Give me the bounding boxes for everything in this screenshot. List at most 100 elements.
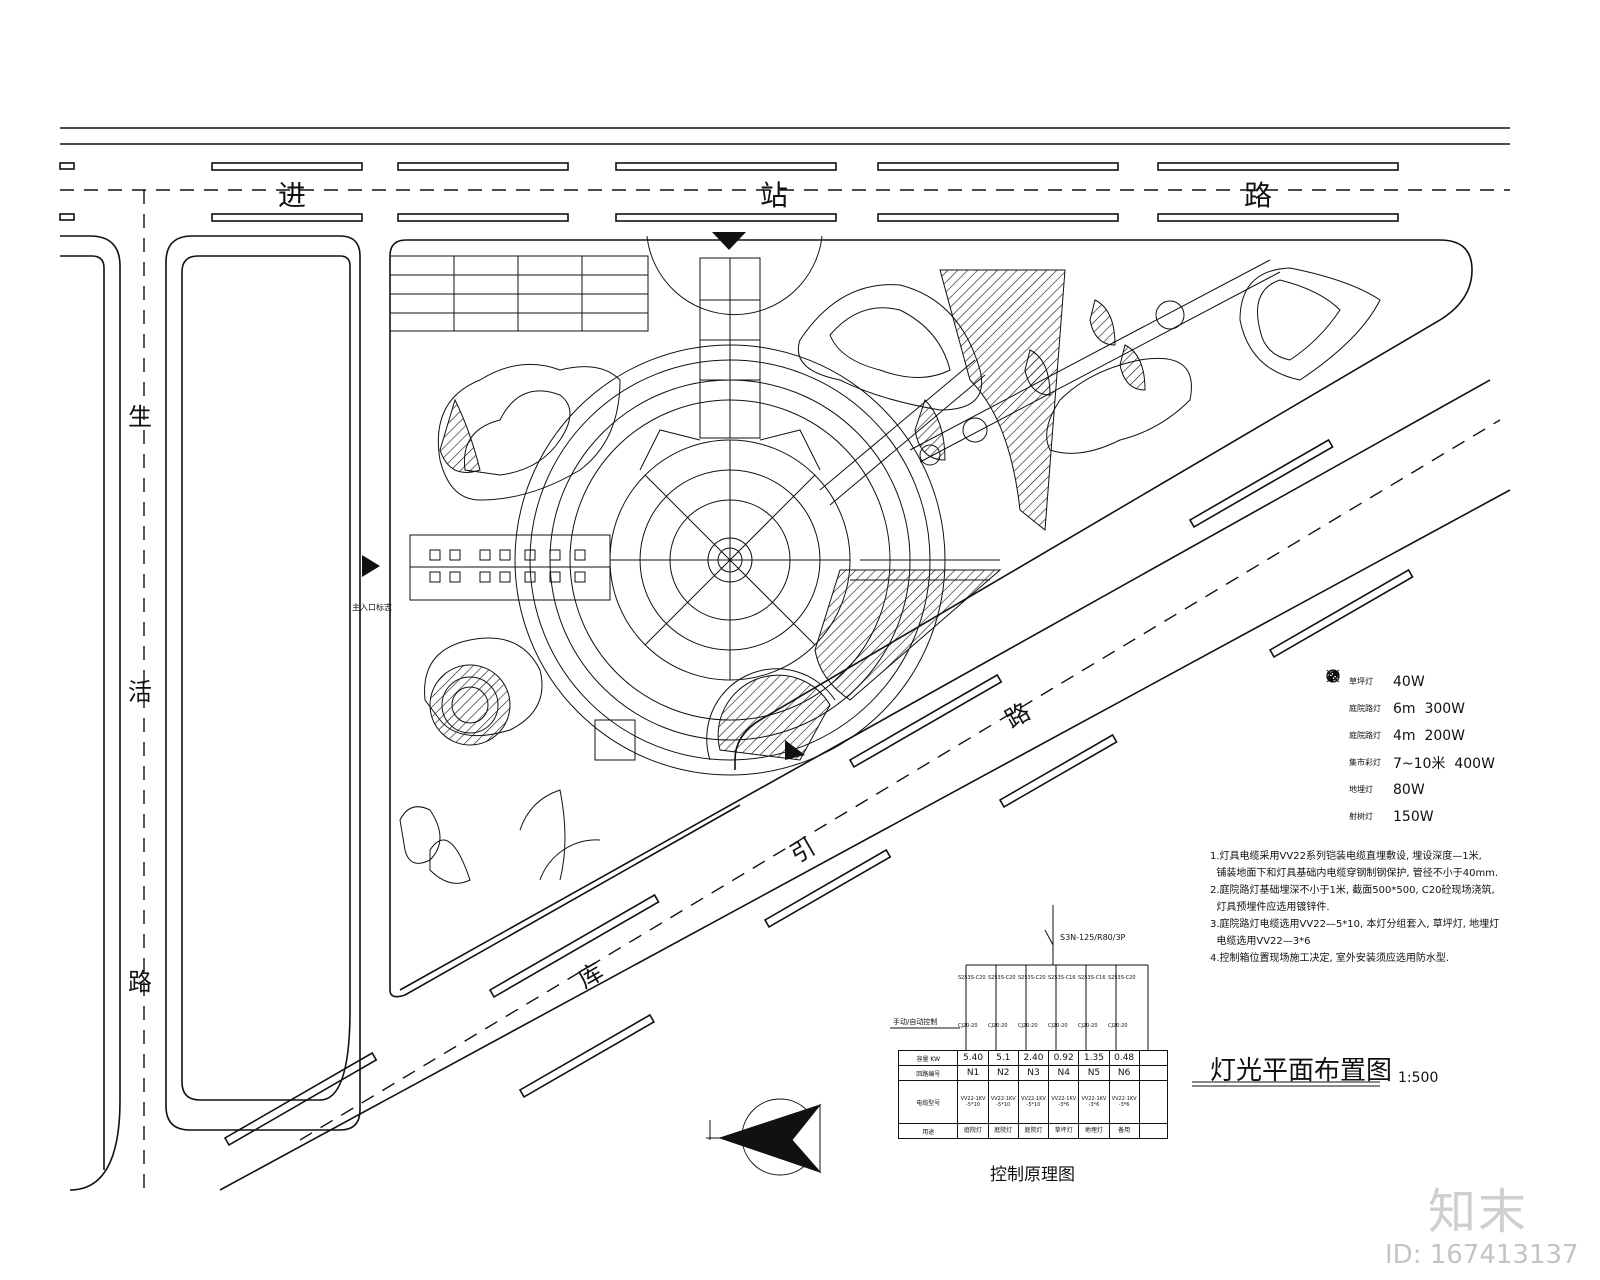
legend-spec: 6m 300W xyxy=(1393,700,1466,717)
table-cell: N5 xyxy=(1079,1066,1110,1080)
table-cell: N3 xyxy=(1019,1066,1050,1080)
breaker-label: S253S-C20 xyxy=(988,975,1016,981)
row-label: 容量 KW xyxy=(899,1051,959,1065)
legend-item: 草坪灯 40W xyxy=(1325,668,1525,695)
table-cell: 草坪灯 xyxy=(1049,1124,1080,1138)
row-label: 用途 xyxy=(899,1124,959,1138)
west-entrance: 主入口标志 xyxy=(352,534,611,612)
top-road-char-2: 站 xyxy=(760,179,788,212)
control-diagram-title: 控制原理图 xyxy=(990,1165,1075,1185)
table-cell: 0.92 xyxy=(1049,1051,1080,1065)
table-cell: VV22-1KV -5*10 xyxy=(1019,1081,1050,1123)
manual-auto-label: 手动/自动控制 xyxy=(893,1017,937,1026)
watermark-id: ID: 167413137 xyxy=(1385,1240,1579,1270)
contactor-label: CJ20-20 xyxy=(988,1023,1008,1029)
table-cell: 庭院灯 xyxy=(1019,1124,1050,1138)
legend-spec: 40W xyxy=(1393,673,1425,690)
contactor-label: CJ20-20 xyxy=(1108,1023,1128,1029)
table-cell: 0.48 xyxy=(1110,1051,1140,1065)
legend-name: 地埋灯 xyxy=(1349,785,1373,794)
breaker-label: S253S-C16 xyxy=(1078,975,1106,981)
table-cell: 5.40 xyxy=(958,1051,989,1065)
top-road xyxy=(59,127,1510,1191)
legend-item: 射树灯 150W xyxy=(1325,669,1525,830)
main-switch-label: S3N-125/R80/3P xyxy=(1060,933,1126,942)
design-notes: 1.灯具电缆采用VV22系列铠装电缆直埋敷设, 埋设深度—1米, 铺装地面下和灯… xyxy=(1210,848,1510,967)
entrance-label: 主入口标志 xyxy=(352,602,392,612)
diag-road-char-1: 路 xyxy=(1000,698,1035,734)
legend-item: 庭院路灯 4m 200W xyxy=(1325,669,1525,749)
table-cell: N2 xyxy=(989,1066,1019,1080)
table-cell: VV22-1KV -3*6 xyxy=(1110,1081,1140,1123)
table-cell: 庭院灯 xyxy=(958,1124,989,1138)
control-table-row: 用途庭院灯庭院灯庭院灯草坪灯地埋灯备用 xyxy=(898,1124,1168,1139)
table-cell: VV22-1KV -3*6 xyxy=(1049,1081,1080,1123)
legend-name: 射树灯 xyxy=(1349,812,1373,821)
contactor-label: CJ20-20 xyxy=(1048,1023,1068,1029)
notes-list: 1.灯具电缆采用VV22系列铠装电缆直埋敷设, 埋设深度—1米, 铺装地面下和灯… xyxy=(1210,848,1510,967)
breaker-label: S253S-C20 xyxy=(958,975,986,981)
legend-name: 庭院路灯 xyxy=(1349,704,1381,713)
table-cell: VV22-1KV -5*10 xyxy=(958,1081,989,1123)
legend-name: 集市彩灯 xyxy=(1349,758,1381,767)
table-cell: N4 xyxy=(1049,1066,1080,1080)
legend-name: 庭院路灯 xyxy=(1349,731,1381,740)
table-cell: 备用 xyxy=(1110,1124,1140,1138)
diag-road-char-3: 库 xyxy=(573,958,608,994)
spot-lamp-icon xyxy=(1325,669,1341,825)
spare-cell xyxy=(1140,1124,1167,1138)
left-road-char-2: 活 xyxy=(128,678,152,706)
central-plaza xyxy=(514,344,1002,776)
note-line: 1.灯具电缆采用VV22系列铠装电缆直埋敷设, 埋设深度—1米, xyxy=(1210,851,1482,862)
legend-spec: 150W xyxy=(1393,808,1434,825)
diagonal-road xyxy=(219,379,1511,1191)
top-road-char-3: 路 xyxy=(1244,179,1272,212)
table-cell: 地埋灯 xyxy=(1079,1124,1110,1138)
legend-spec: 4m 200W xyxy=(1393,727,1466,744)
breaker-label: S253S-C20 xyxy=(1018,975,1046,981)
legend-item: 地埋灯 80W xyxy=(1325,669,1525,803)
row-label: 回路编号 xyxy=(899,1066,959,1080)
drawing-scale: 1:500 xyxy=(1398,1070,1439,1086)
left-road-char-3: 路 xyxy=(128,968,152,996)
table-cell: 1.35 xyxy=(1079,1051,1110,1065)
table-cell: VV22-1KV -3*6 xyxy=(1079,1081,1110,1123)
note-line: 3.庭院路灯电缆选用VV22—5*10, 本灯分组套入, 草坪灯, 地埋灯 xyxy=(1210,919,1500,930)
contactor-label: CJ20-20 xyxy=(1018,1023,1038,1029)
control-schematic: S3N-125/R80/3P 手动/自动控制 xyxy=(890,905,1149,1050)
breaker-label: S253S-C16 xyxy=(1048,975,1076,981)
table-cell: 2.40 xyxy=(1019,1051,1050,1065)
spare-cell xyxy=(1140,1081,1167,1123)
watermark-logo: 知末 xyxy=(1428,1184,1529,1240)
left-road xyxy=(60,190,361,1190)
parking-area xyxy=(389,255,649,332)
note-line: 4.控制箱位置现场施工决定, 室外安装须应选用防水型. xyxy=(1210,953,1450,964)
legend-spec: 80W xyxy=(1393,781,1425,798)
contactor-label: CJ20-20 xyxy=(958,1023,978,1029)
table-cell: N6 xyxy=(1110,1066,1140,1080)
row-label: 电缆型号 xyxy=(899,1081,959,1123)
top-entrance xyxy=(646,232,823,439)
north-arrow-icon xyxy=(706,1098,822,1176)
highmast-lamp-icon xyxy=(1325,669,1341,771)
note-line: 灯具预埋件应选用镀锌件. xyxy=(1210,902,1330,913)
contactor-label: CJ20-20 xyxy=(1078,1023,1098,1029)
table-cell: N1 xyxy=(958,1066,989,1080)
legend-item: 庭院路灯 6m 300W xyxy=(1325,669,1525,722)
courtyard-lamp-icon xyxy=(1325,669,1341,717)
breaker-label: S253S-C20 xyxy=(1108,975,1136,981)
drawing-title: 灯光平面布置图 xyxy=(1210,1056,1393,1086)
note-line: 2.庭院路灯基础埋深不小于1米, 截面500*500, C20砼现场浇筑, xyxy=(1210,885,1495,896)
spare-cell xyxy=(1140,1066,1167,1080)
legend-name: 草坪灯 xyxy=(1349,677,1373,686)
table-cell: 庭院灯 xyxy=(989,1124,1019,1138)
